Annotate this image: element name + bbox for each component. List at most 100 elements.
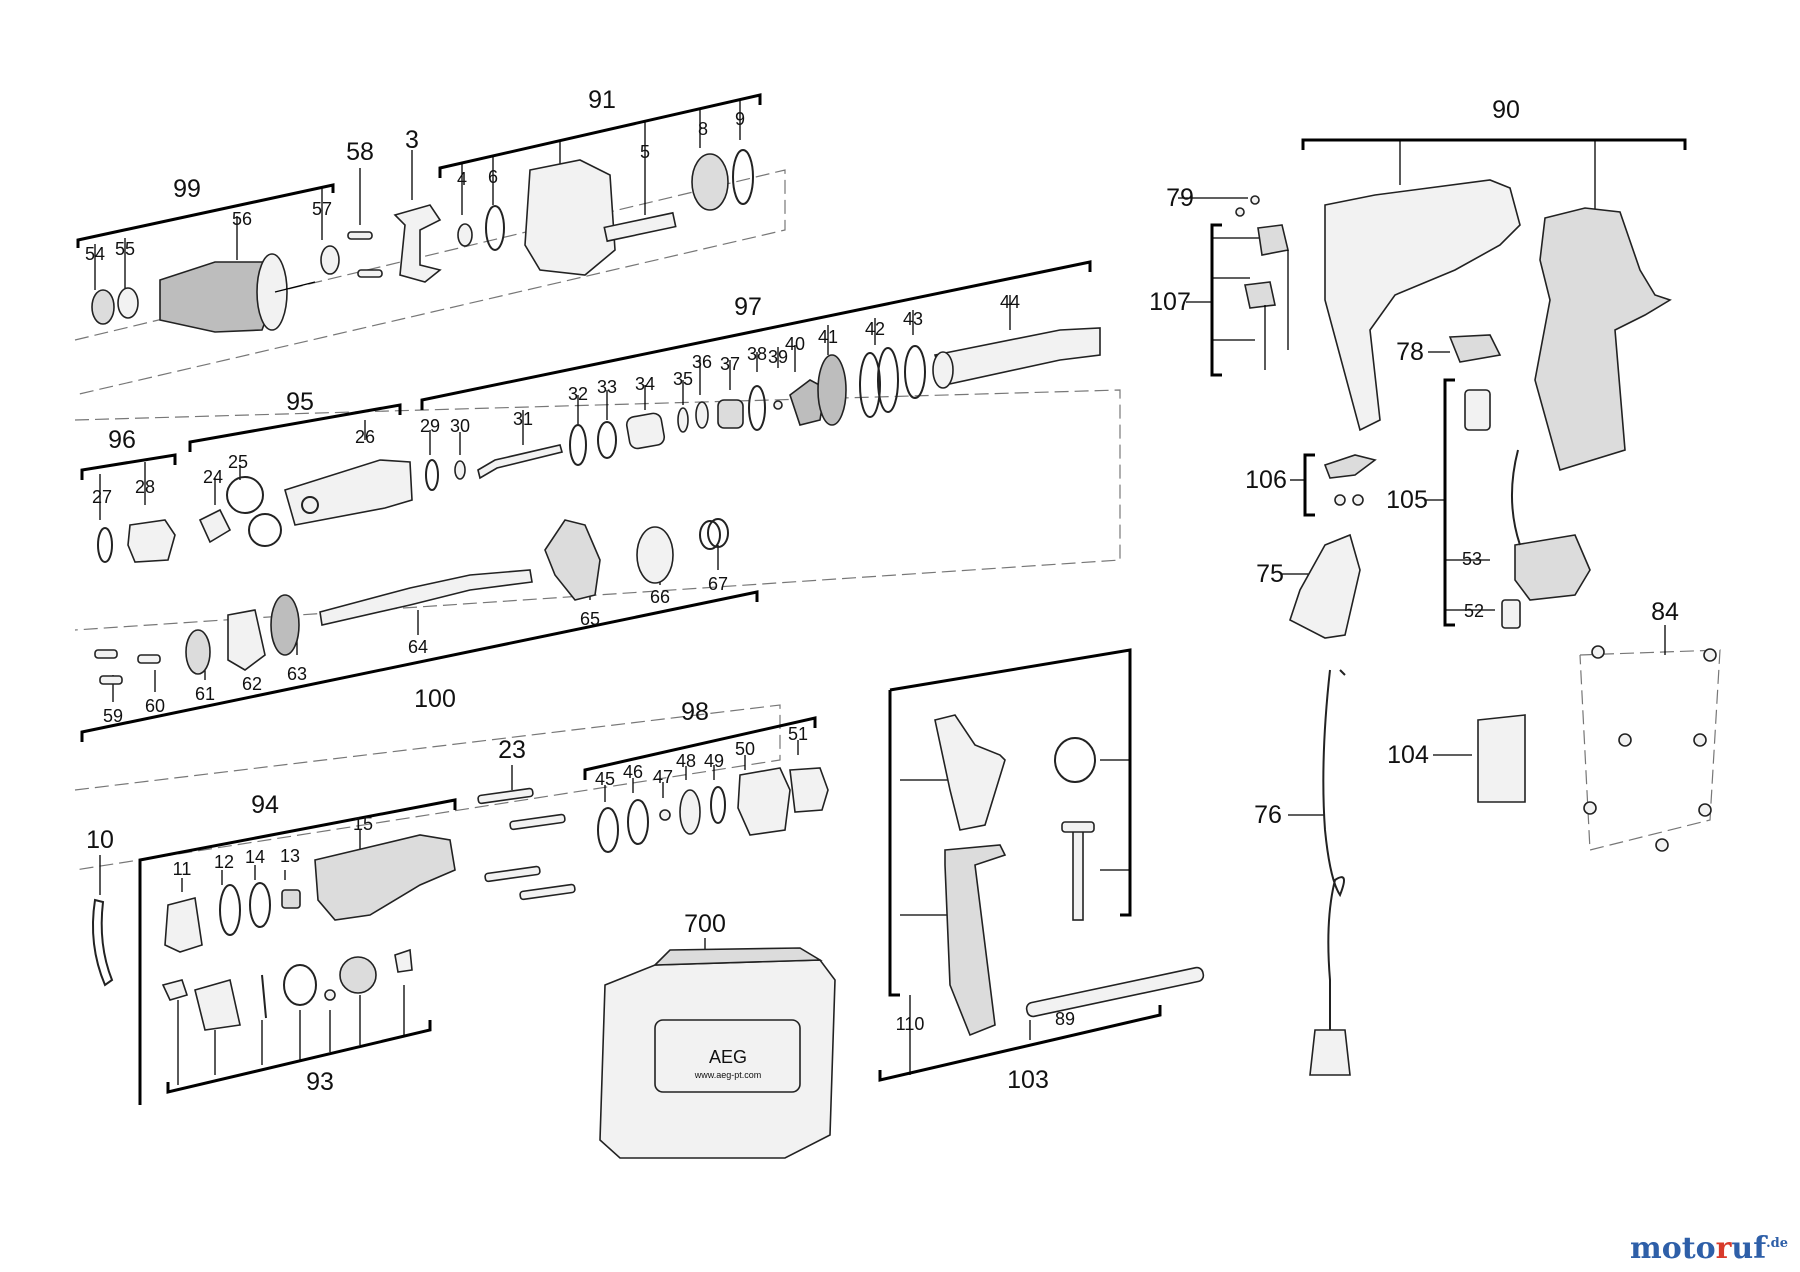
label-56: 56: [232, 209, 252, 229]
bolt-24: [198, 508, 232, 544]
bushing-28: [127, 519, 176, 563]
label-25: 25: [228, 452, 248, 472]
spring-42b: [877, 347, 899, 413]
group-96: [80, 453, 177, 563]
label-51: 51: [788, 724, 808, 744]
spring-67b: [707, 518, 729, 548]
sleeve-48: [679, 789, 701, 835]
screws-58: [347, 168, 383, 278]
label-46: 46: [623, 762, 643, 782]
group-91-gear-housing: [438, 93, 762, 276]
switch-pin-52: [1501, 599, 1521, 629]
bushing-11: [164, 897, 203, 953]
label-64: 64: [408, 637, 428, 657]
label-15: 15: [353, 814, 373, 834]
label-67: 67: [708, 574, 728, 594]
carry-case-700: AEG www.aeg-pt.com: [599, 938, 836, 1159]
label-58: 58: [346, 138, 374, 166]
ring-14: [249, 882, 271, 928]
label-38: 38: [747, 344, 767, 364]
group-107-brush-holder: [1178, 195, 1289, 377]
label-26: 26: [355, 427, 375, 447]
label-3: 3: [405, 126, 419, 154]
ring-35: [677, 407, 689, 433]
spring-67a: [699, 520, 721, 550]
insert-13: [281, 889, 301, 909]
label-48: 48: [676, 751, 696, 771]
label-57: 57: [312, 199, 332, 219]
ring-12: [219, 884, 241, 936]
group-90-motor-housing: [1301, 138, 1687, 472]
plate-62: [227, 609, 266, 671]
group-98-chuck-parts: [583, 716, 829, 853]
ring-27: [97, 527, 113, 563]
group-93-switch-parts: [161, 948, 432, 1094]
label-76: 76: [1254, 801, 1282, 829]
label-50: 50: [735, 739, 755, 759]
gear-41: [817, 354, 847, 426]
label-37: 37: [720, 354, 740, 374]
label-45: 45: [595, 769, 615, 789]
bolt-clamp: [1072, 829, 1084, 921]
gear-63: [270, 594, 300, 656]
group-106-clamp: [1290, 453, 1377, 517]
label-35: 35: [673, 369, 693, 389]
seal-29: [425, 459, 439, 491]
label-104: 104: [1387, 741, 1429, 769]
oring-33: [597, 421, 617, 459]
bearing-54: [91, 289, 115, 325]
label-63: 63: [287, 664, 307, 684]
label-42: 42: [865, 319, 885, 339]
label-93: 93: [306, 1068, 334, 1096]
group-103-side-handle: [878, 648, 1205, 1082]
label-23: 23: [498, 736, 526, 764]
oring-32: [569, 424, 587, 466]
ball-39: [773, 400, 783, 410]
spring-42a: [859, 352, 881, 418]
watermark-suffix: .de: [1766, 1236, 1788, 1251]
label-32: 32: [568, 384, 588, 404]
label-13: 13: [280, 846, 300, 866]
label-27: 27: [92, 487, 112, 507]
label-9: 9: [735, 109, 745, 129]
group-105-switch: [1425, 378, 1591, 629]
label-60: 60: [145, 696, 165, 716]
label-700: 700: [684, 910, 726, 938]
label-8: 8: [698, 119, 708, 139]
ring-4: [457, 223, 473, 247]
ring-25b: [248, 513, 282, 547]
dial-93: [339, 956, 377, 994]
label-84: 84: [1651, 598, 1679, 626]
label-61: 61: [195, 684, 215, 704]
watermark-part3: uf: [1731, 1231, 1767, 1266]
label-14: 14: [245, 847, 265, 867]
case-url: www.aeg-pt.com: [694, 1070, 762, 1080]
label-34: 34: [635, 374, 655, 394]
label-94: 94: [251, 791, 279, 819]
housing-91: [524, 159, 616, 276]
label-75: 75: [1256, 560, 1284, 588]
label-33: 33: [597, 377, 617, 397]
label-24: 24: [203, 467, 223, 487]
screw-60: [137, 654, 161, 664]
label-90: 90: [1492, 96, 1520, 124]
group-84-screws: [1583, 625, 1717, 852]
label-40: 40: [785, 334, 805, 354]
label-54: 54: [85, 244, 105, 264]
part-10-gasket: [91, 855, 114, 987]
part-75-strain-relief: [1282, 533, 1361, 639]
label-10: 10: [86, 826, 114, 854]
group-97-spindle: [420, 260, 1101, 491]
label-65: 65: [580, 609, 600, 629]
plug: [1309, 1029, 1351, 1076]
label-95: 95: [286, 388, 314, 416]
part-number-labels: 90 91 99 58 3 4 6 5 8 9 54 55 56 57 97 4…: [85, 86, 1679, 1096]
label-43: 43: [903, 309, 923, 329]
bearing-8: [691, 153, 729, 211]
spring-38: [748, 385, 766, 431]
label-41: 41: [818, 327, 838, 347]
knob-93: [194, 978, 241, 1031]
label-28: 28: [135, 477, 155, 497]
capacitor: [1464, 389, 1491, 431]
